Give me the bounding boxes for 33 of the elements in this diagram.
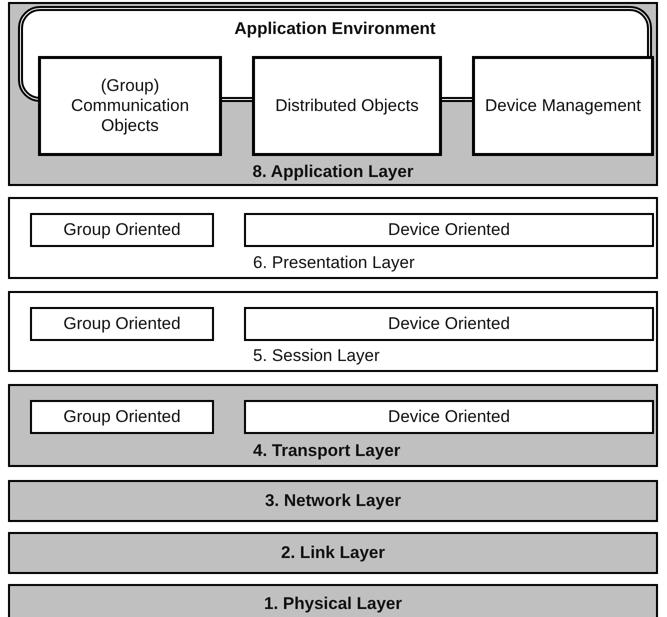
layer-label: 8. Application Layer	[252, 162, 414, 182]
layer-band	[8, 2, 658, 186]
layer-band	[8, 480, 658, 522]
sublayer-box	[30, 213, 214, 247]
component-label: Device Management	[484, 96, 642, 116]
layer-label: 2. Link Layer	[280, 543, 386, 563]
sublayer-box	[244, 213, 654, 247]
layer-band	[8, 291, 658, 372]
sublayer-box	[30, 400, 214, 434]
sublayer-label: Group Oriented	[62, 407, 182, 427]
sublayer-label: Group Oriented	[62, 314, 182, 334]
sublayer-box	[30, 307, 214, 341]
layer-label: 4. Transport Layer	[253, 441, 400, 461]
layer-band	[8, 532, 658, 574]
sublayer-label: Device Oriented	[387, 407, 511, 427]
sublayer-box	[244, 307, 654, 341]
component-box	[38, 56, 222, 156]
component-box	[252, 56, 442, 156]
sublayer-label: Device Oriented	[387, 314, 511, 334]
layer-label: 1. Physical Layer	[263, 594, 403, 614]
component-label: (Group) Communication Objects	[70, 76, 190, 136]
layer-band	[8, 584, 658, 617]
layer-band	[8, 384, 658, 467]
sublayer-label: Group Oriented	[62, 220, 182, 240]
component-box	[472, 56, 654, 156]
environment-label: Application Environment	[233, 19, 437, 39]
layer-band	[8, 197, 658, 279]
component-label: Distributed Objects	[274, 96, 420, 116]
layer-label: 5. Session Layer	[253, 346, 380, 366]
layer-label: 3. Network Layer	[264, 491, 402, 511]
layer-label: 6. Presentation Layer	[253, 253, 415, 273]
sublayer-label: Device Oriented	[387, 220, 511, 240]
sublayer-box	[244, 400, 654, 434]
